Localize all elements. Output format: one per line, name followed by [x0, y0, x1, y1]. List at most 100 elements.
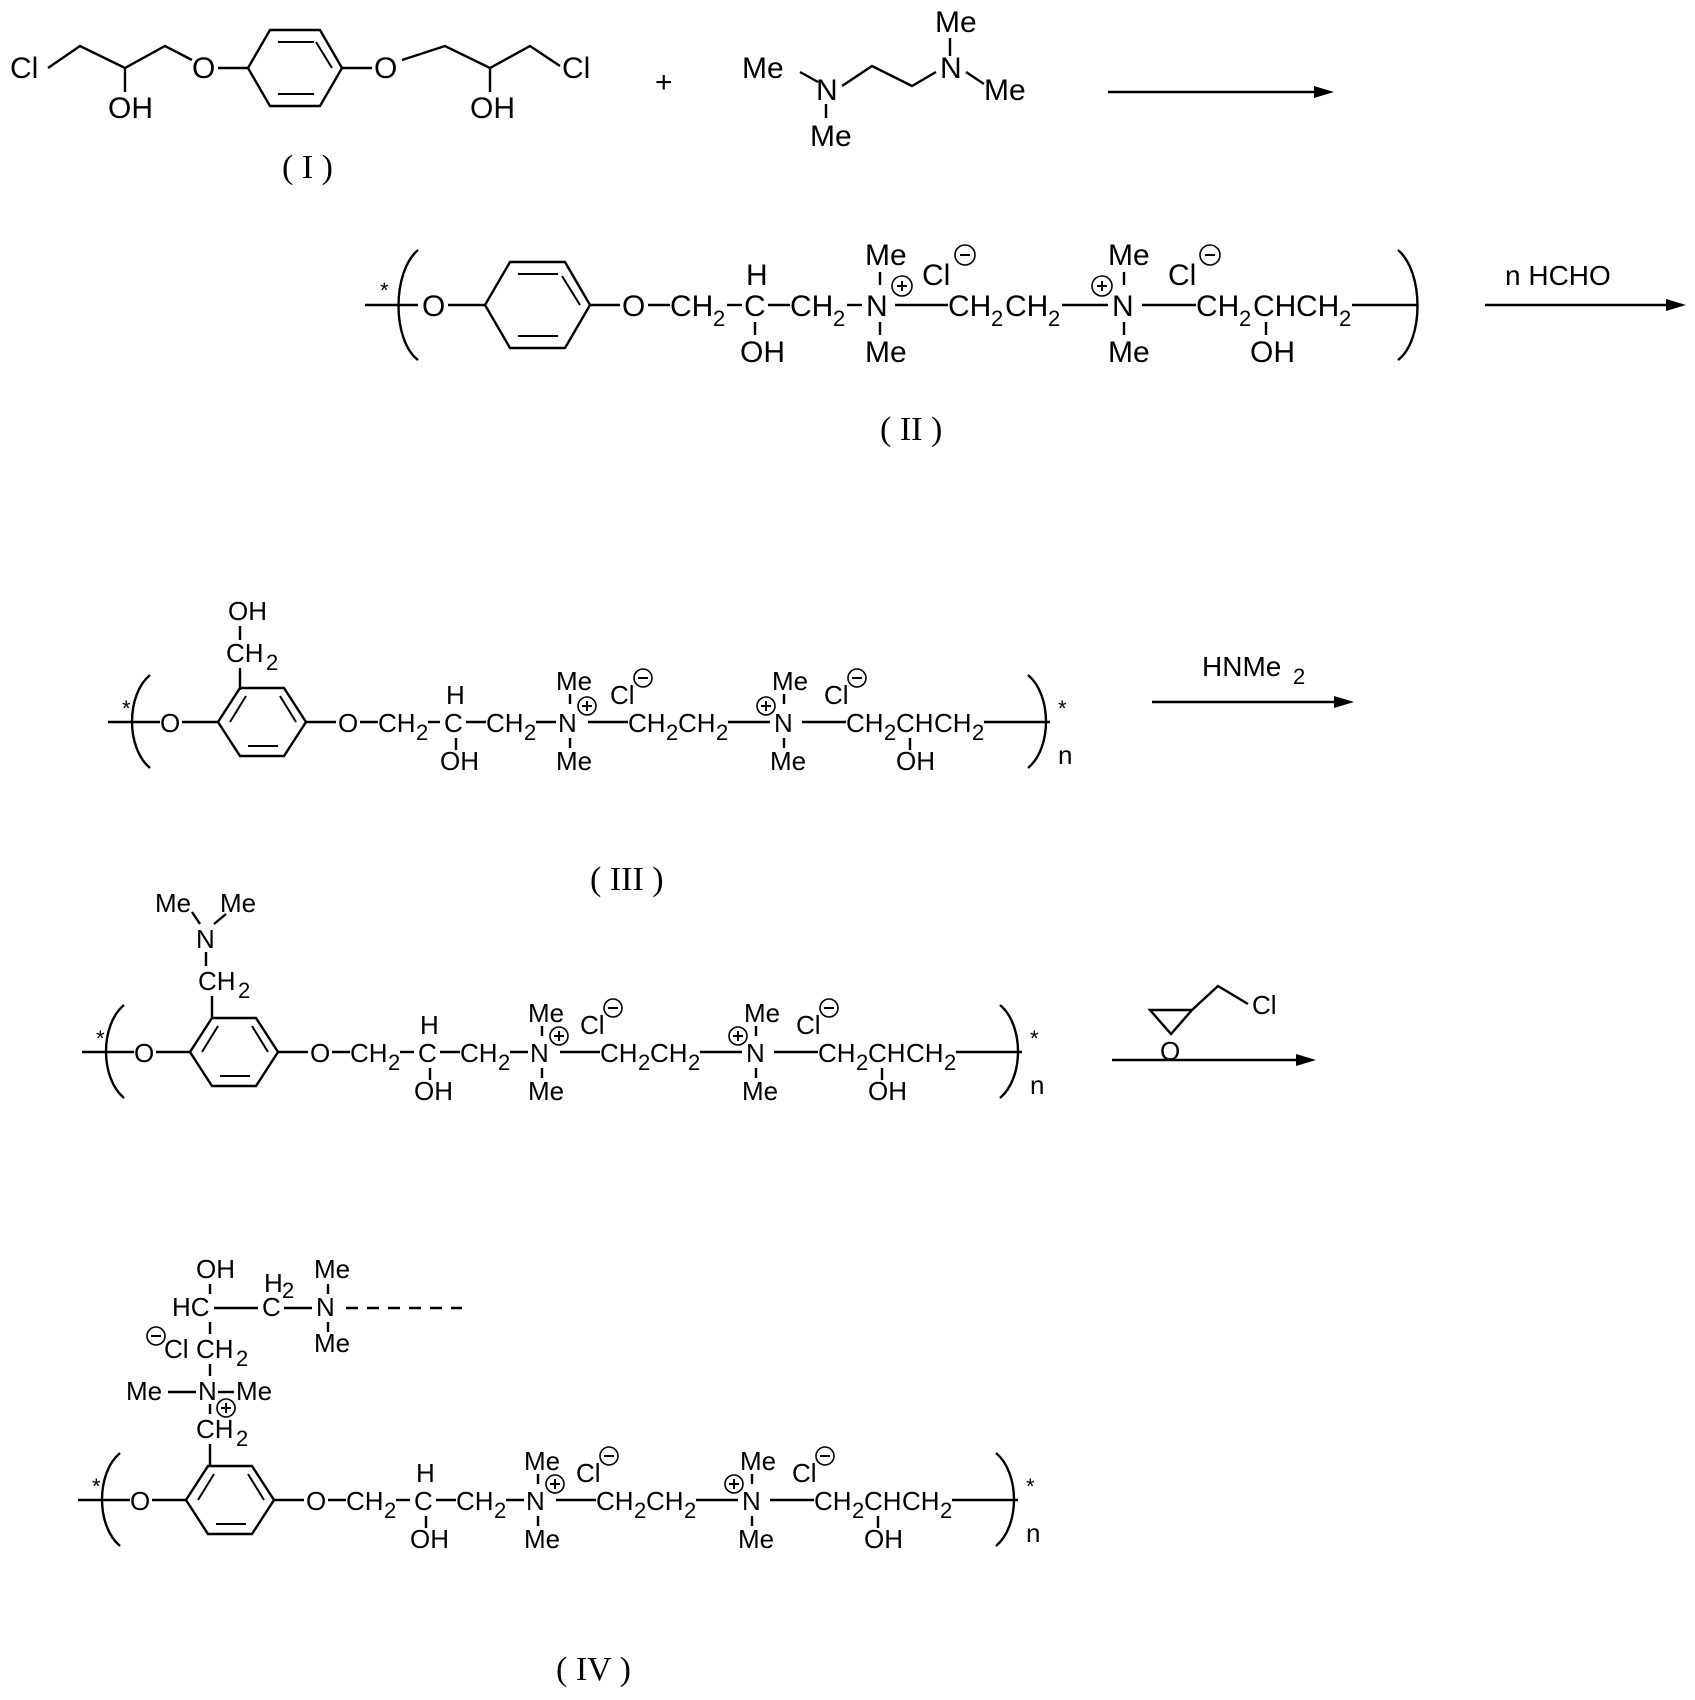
group-ch2: CH [814, 1486, 852, 1516]
group-hc: HC [172, 1292, 210, 1322]
reagent-hcho: n HCHO [1505, 260, 1611, 291]
atom-me: Me [742, 52, 784, 85]
star-end: * [1058, 696, 1067, 721]
sub-2: 2 [634, 1498, 646, 1523]
label-compound-II: ( II ) [880, 411, 942, 448]
atom-me: Me [220, 888, 256, 918]
atom-n: N [316, 1292, 335, 1322]
atom-me: Me [810, 120, 852, 153]
star-end: * [96, 1026, 105, 1051]
atom-c: C [744, 290, 766, 323]
reaction-arrow-3: HNMe 2 [1152, 651, 1354, 708]
anion-cl: Cl [922, 259, 950, 292]
star-end: * [122, 696, 131, 721]
atom-me: Me [865, 336, 907, 369]
atom-h: H [746, 259, 768, 292]
atom-n: N [866, 290, 888, 323]
repeat-n: n [1030, 1070, 1044, 1100]
atom-me: Me [236, 1376, 272, 1406]
atom-oh: OH [868, 1076, 907, 1106]
group-ch: CH [896, 708, 934, 738]
anion-cl: Cl [1168, 259, 1196, 292]
sub-2: 2 [944, 1050, 956, 1075]
atom-cl: Cl [10, 52, 38, 85]
group-ch2: CH [818, 1038, 856, 1068]
reagent-hnme2: HNMe [1202, 651, 1281, 682]
atom-o: O [338, 708, 358, 738]
sub-2: 2 [1048, 306, 1060, 331]
sub-2: 2 [1339, 306, 1351, 331]
sub-2: 2 [972, 720, 984, 745]
atom-oh: OH [108, 92, 153, 125]
atom-me: Me [1108, 336, 1150, 369]
star-end: * [1026, 1474, 1035, 1499]
anion-cl: Cl [610, 680, 635, 710]
group-ch2: CH [198, 966, 236, 996]
atom-oh: OH [864, 1524, 903, 1554]
atom-me: Me [770, 746, 806, 776]
atom-oh: OH [228, 596, 267, 626]
sub-2: 2 [1239, 306, 1251, 331]
sub-2: 2 [282, 1278, 294, 1303]
atom-oh: OH [470, 92, 515, 125]
atom-h: H [446, 680, 465, 710]
atom-cl: Cl [562, 52, 590, 85]
reaction-arrow-4: O Cl [1112, 984, 1316, 1066]
group-ch2: CH [596, 1486, 634, 1516]
group-ch2: CH [678, 708, 716, 738]
sub-2: 2 [416, 720, 428, 745]
atom-me: Me [984, 74, 1026, 107]
group-ch2: CH [378, 708, 416, 738]
atom-me: Me [1108, 239, 1150, 272]
atom-me: Me [772, 666, 808, 696]
group-ch2: CH [196, 1334, 234, 1364]
atom-me: Me [556, 746, 592, 776]
atom-oh: OH [440, 746, 479, 776]
star-end: * [92, 1474, 101, 1499]
group-ch2: CH [906, 1038, 944, 1068]
group-ch2: CH [948, 290, 991, 323]
sub-2: 2 [833, 306, 845, 331]
compound-IV: OH HC H 2 C Me N Me Cl CH 2 Me N Me CH 2… [78, 1254, 1040, 1688]
group-ch2: CH [1005, 290, 1048, 323]
atom-me: Me [935, 6, 977, 39]
group-ch2: CH [934, 708, 972, 738]
sub-2: 2 [266, 650, 278, 675]
atom-n: N [742, 1486, 761, 1516]
sub-2: 2 [666, 720, 678, 745]
atom-me: Me [865, 239, 907, 272]
atom-n: N [746, 1038, 765, 1068]
atom-c: C [418, 1038, 437, 1068]
anion-cl: Cl [792, 1458, 817, 1488]
compound-III: OH CH 2 * O O CH 2 H C OH CH 2 Me N Me C… [108, 596, 1072, 898]
atom-oh: OH [896, 746, 935, 776]
atom-n: N [198, 1376, 217, 1406]
atom-o: O [310, 1038, 330, 1068]
epichlorohydrin-cl: Cl [1252, 990, 1277, 1020]
atom-o: O [306, 1486, 326, 1516]
atom-h: H [416, 1458, 435, 1488]
reagent-hnme2-sub: 2 [1293, 664, 1305, 689]
group-ch2: CH [902, 1486, 940, 1516]
atom-n: N [558, 708, 577, 738]
group-ch: CH [1253, 290, 1296, 323]
atom-oh: OH [1250, 336, 1295, 369]
star-end: * [380, 278, 389, 303]
atom-n: N [526, 1486, 545, 1516]
sub-2: 2 [524, 720, 536, 745]
atom-o: O [160, 708, 180, 738]
atom-o: O [134, 1038, 154, 1068]
atom-n: N [1112, 290, 1134, 323]
atom-me: Me [528, 998, 564, 1028]
atom-o: O [192, 52, 215, 85]
atom-o: O [422, 290, 445, 323]
sub-2: 2 [688, 1050, 700, 1075]
group-ch2: CH [460, 1038, 498, 1068]
atom-me: Me [528, 1076, 564, 1106]
group-ch2: CH [456, 1486, 494, 1516]
sub-2: 2 [498, 1050, 510, 1075]
atom-c: C [414, 1486, 433, 1516]
anion-cl: Cl [580, 1010, 605, 1040]
group-ch2: CH [846, 708, 884, 738]
label-compound-III: ( III ) [590, 861, 664, 898]
